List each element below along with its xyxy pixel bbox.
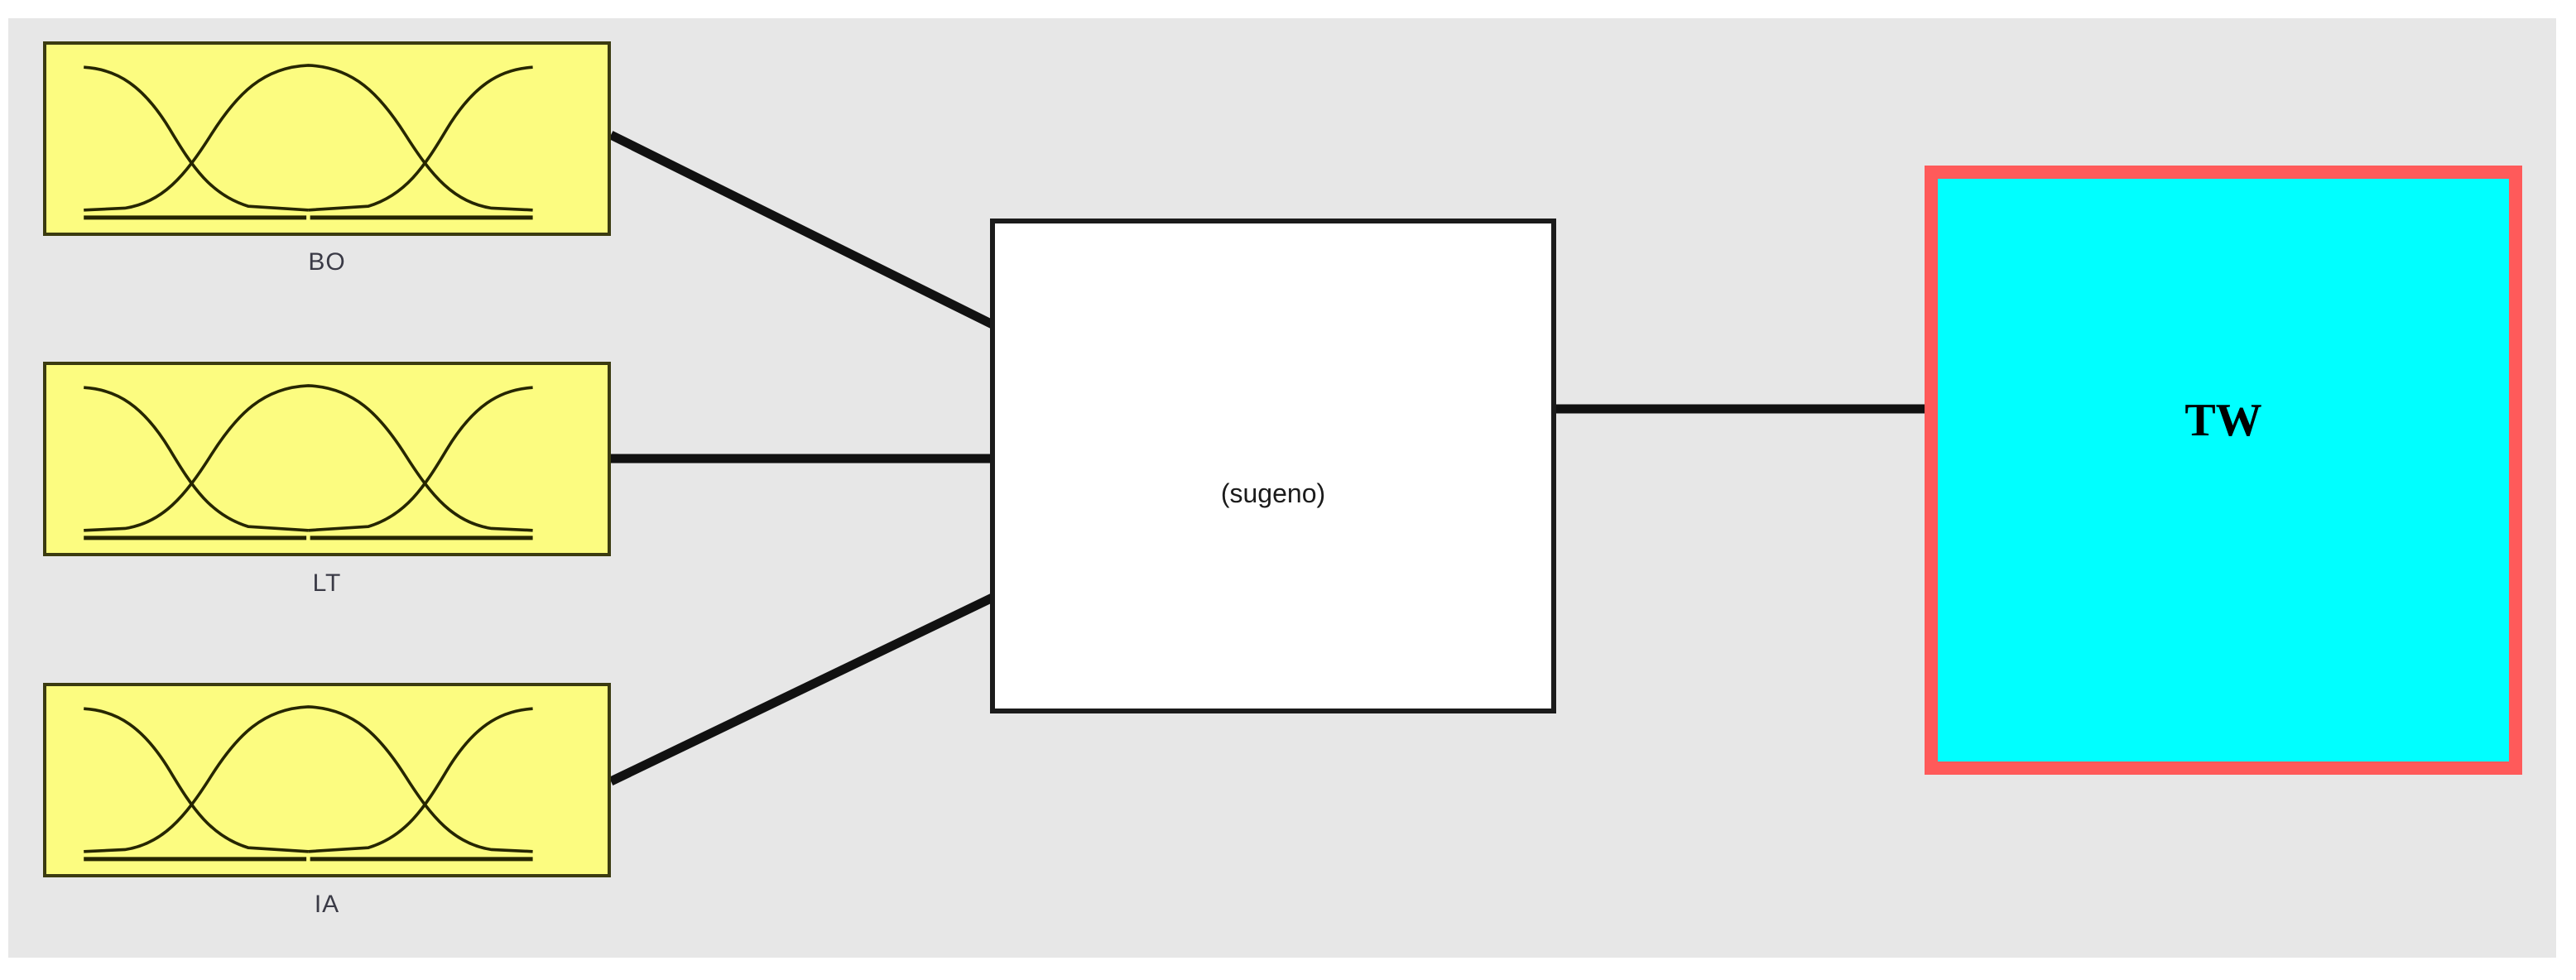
input-variable-bo[interactable] — [43, 41, 611, 236]
fis-engine-block[interactable]: (sugeno) — [990, 219, 1556, 713]
input-label-bo: BO — [308, 248, 346, 276]
membership-function-plot-bo — [84, 64, 533, 220]
fis-type-label: (sugeno) — [1220, 478, 1326, 508]
membership-function-plot-lt — [84, 384, 533, 540]
output-variable-tw[interactable]: TW — [1925, 166, 2522, 775]
input-label-ia: IA — [314, 891, 340, 918]
input-label-lt: LT — [312, 569, 342, 597]
input-variable-ia[interactable] — [43, 683, 611, 877]
input-variable-lt[interactable] — [43, 362, 611, 556]
membership-function-plot-ia — [84, 705, 533, 862]
output-label-tw: TW — [2184, 395, 2262, 446]
